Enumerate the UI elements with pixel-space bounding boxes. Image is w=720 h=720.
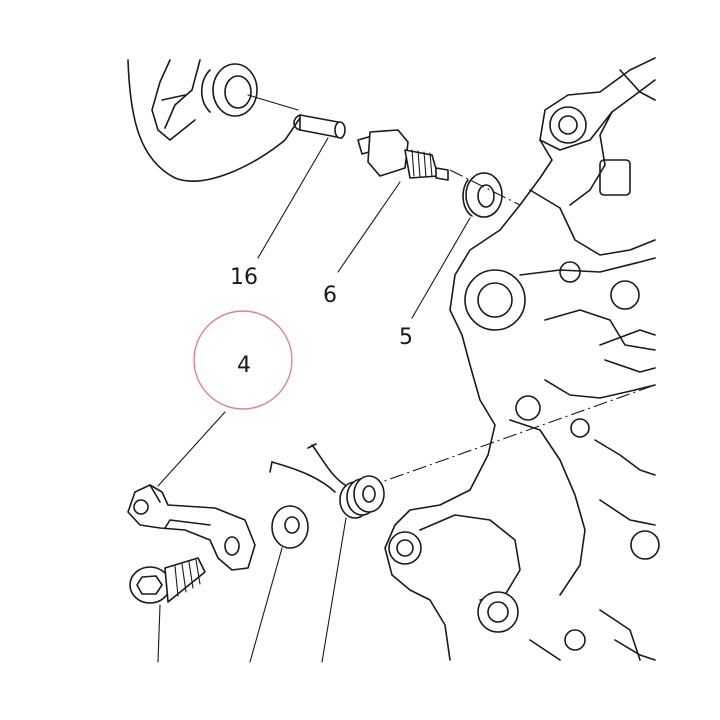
lever-washer [271, 505, 309, 549]
callout-6: 6 [323, 283, 337, 308]
part-16-pin [293, 114, 346, 139]
leader-lines [157, 137, 471, 663]
callout-5: 5 [399, 325, 413, 350]
axis-centerline [344, 384, 656, 496]
callout-4: 4 [237, 353, 251, 378]
engine-case [384, 57, 660, 661]
selector-fork-assembly [127, 59, 301, 182]
part-4-lever [127, 484, 256, 571]
torsion-spring [269, 443, 385, 519]
axis-centerline-top [449, 169, 521, 206]
callout-16: 16 [230, 265, 258, 290]
hex-bolt [129, 557, 206, 604]
highlight-circle-4 [193, 310, 293, 410]
part-6-sensor [357, 129, 449, 181]
part-5-washer [462, 172, 503, 218]
